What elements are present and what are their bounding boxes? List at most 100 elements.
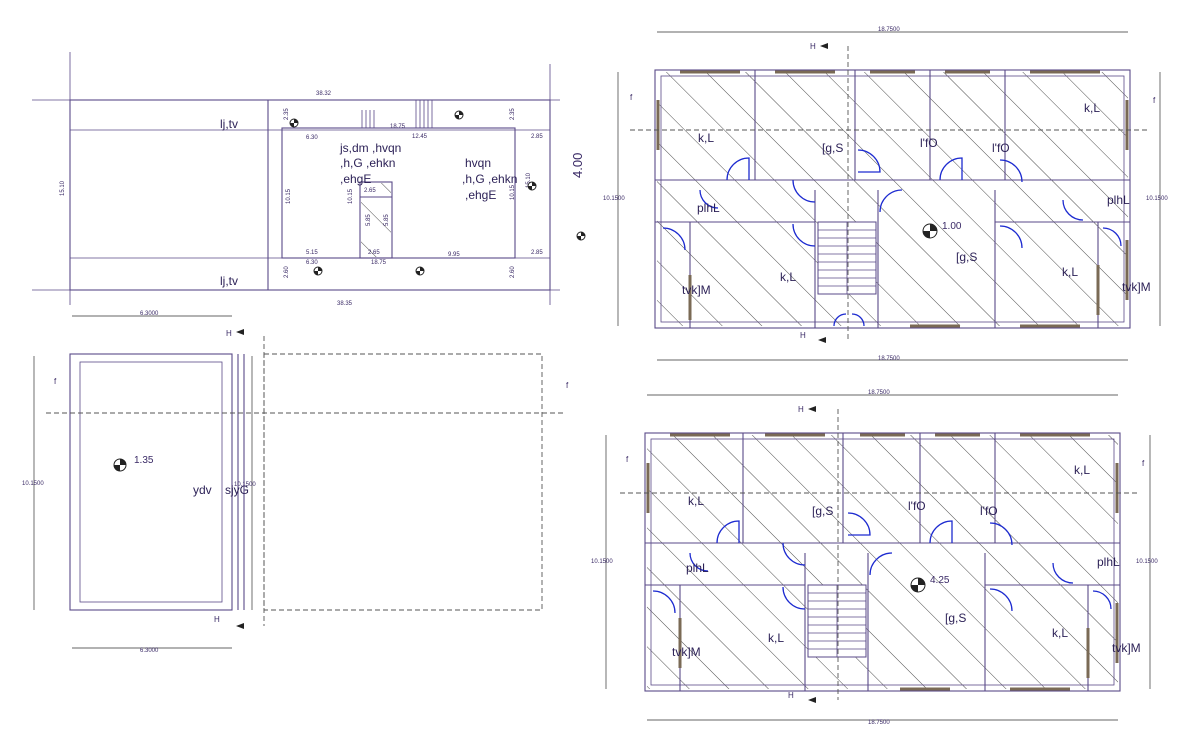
site-left-dim: 15.10 xyxy=(60,180,66,196)
room-label: [g,S xyxy=(956,250,977,264)
site-dim: 10.15 xyxy=(286,188,292,204)
plan-top-level: 1.00 xyxy=(942,221,962,232)
level-marker-icon xyxy=(113,458,127,472)
plan-top-f-left: f xyxy=(630,93,633,102)
section-f-right: f xyxy=(566,381,569,390)
level-marker-icon xyxy=(910,577,926,593)
site-dim: 5.85 xyxy=(384,214,390,226)
room-label: [g,S xyxy=(812,504,833,518)
section-label-1: ydv xyxy=(193,483,212,497)
room-label: [g,S xyxy=(945,611,966,625)
arrow-icon xyxy=(808,406,816,412)
site-dim: 2.65 xyxy=(364,188,376,194)
floor-plan-top: 18.7500 18.7500 10.1500 10.1500 H H f f … xyxy=(603,27,1168,362)
arrow-icon xyxy=(236,329,244,335)
site-text-6: ,ehgE xyxy=(465,188,496,202)
site-dim: 2.60 xyxy=(284,266,290,278)
room-label: k,L xyxy=(1062,265,1078,279)
section-inner-dim: 10.1500 xyxy=(234,482,256,488)
site-text-1: js,dm ,hvqn xyxy=(339,141,401,155)
section-width-dim: 6.3000 xyxy=(140,648,159,654)
site-right-dim: 15.10 xyxy=(526,172,532,188)
room-label: tvk]M xyxy=(672,645,701,659)
site-text-4: hvqn xyxy=(465,156,491,170)
level-marker-icon xyxy=(922,223,938,239)
site-dim: 18.75 xyxy=(390,124,406,130)
plan-top-dim-bottom: 18.7500 xyxy=(878,356,900,362)
plan-bottom-dim-bottom: 18.7500 xyxy=(868,720,890,726)
site-top-dim: 38.32 xyxy=(316,91,332,97)
room-label: l'fO xyxy=(980,504,998,518)
site-vertical-label: 4.00 xyxy=(570,153,585,178)
arrow-icon xyxy=(236,623,244,629)
section-f-left: f xyxy=(54,377,57,386)
level-marker-icon xyxy=(576,231,586,241)
site-dim: 2.65 xyxy=(368,250,380,256)
section-label-2: sjyG xyxy=(225,483,249,497)
room-label: k,L xyxy=(1084,101,1100,115)
level-marker-icon xyxy=(527,181,537,191)
site-dim: 2.85 xyxy=(531,250,543,256)
floor-plan-bottom: 18.7500 18.7500 10.1500 10.1500 H H f f … xyxy=(591,390,1158,726)
room-label: k,L xyxy=(688,494,704,508)
site-dim: 10.15 xyxy=(510,184,516,200)
section-h-bottom: H xyxy=(214,615,220,624)
room-label: tvk]M xyxy=(1122,280,1151,294)
plan-top-dim-right: 10.1500 xyxy=(1146,196,1168,202)
room-label: k,L xyxy=(1052,626,1068,640)
site-text-5: ,h,G ,ehkn xyxy=(462,172,517,186)
road-label-bottom: lj,tv xyxy=(220,274,238,288)
plan-bottom-h-top: H xyxy=(798,405,804,414)
level-marker-icon xyxy=(454,110,464,120)
plan-bottom-dim-right: 10.1500 xyxy=(1136,559,1158,565)
site-dim: 2.35 xyxy=(284,108,290,120)
room-label: plhL xyxy=(697,201,720,215)
site-dim: 5.15 xyxy=(306,250,318,256)
plan-bottom-f-right: f xyxy=(1142,459,1145,468)
plan-top-dim-left: 10.1500 xyxy=(603,196,625,202)
room-label: k,L xyxy=(768,631,784,645)
room-label: plhL xyxy=(1097,555,1120,569)
site-dim: 10.15 xyxy=(348,188,354,204)
room-label: plhL xyxy=(686,561,709,575)
site-dim: 2.85 xyxy=(531,134,543,140)
plan-top-f-right: f xyxy=(1153,96,1156,105)
site-plan: 38.32 38.35 15.10 15.10 lj,tv lj,tv 4.00… xyxy=(32,52,586,317)
level-marker-icon xyxy=(415,266,425,276)
site-text-3: ,ehgE xyxy=(340,172,371,186)
section-level: 1.35 xyxy=(134,455,154,466)
room-label: tvk]M xyxy=(1112,641,1141,655)
plan-top-dim-top: 18.7500 xyxy=(878,27,900,33)
section-height-dim: 10.1500 xyxy=(22,481,44,487)
room-label: tvk]M xyxy=(682,283,711,297)
room-label: l'fO xyxy=(908,499,926,513)
site-dim: 18.75 xyxy=(371,260,387,266)
arrow-icon xyxy=(808,697,816,703)
plan-bottom-f-left: f xyxy=(626,455,629,464)
level-marker-icon xyxy=(289,118,299,128)
room-label: plhL xyxy=(1107,193,1130,207)
plan-bottom-level: 4.25 xyxy=(930,575,950,586)
left-section: 1.35 ydv sjyG H H f f 10.1500 10.1500 6.… xyxy=(22,329,569,654)
plan-bottom-dim-top: 18.7500 xyxy=(868,390,890,396)
arrow-icon xyxy=(820,43,828,49)
plan-top-h-bottom: H xyxy=(800,331,806,340)
room-label: [g,S xyxy=(822,141,843,155)
plan-top-h-top: H xyxy=(810,42,816,51)
room-label: l'fO xyxy=(992,141,1010,155)
site-bottom-dim: 38.35 xyxy=(337,301,353,307)
plan-bottom-dim-left: 10.1500 xyxy=(591,559,613,565)
site-dim: 5.85 xyxy=(366,214,372,226)
section-h-top: H xyxy=(226,329,232,338)
road-label-top: lj,tv xyxy=(220,117,238,131)
site-dim: 9.95 xyxy=(448,252,460,258)
level-marker-icon xyxy=(313,266,323,276)
site-dim: 2.35 xyxy=(510,108,516,120)
room-label: l'fO xyxy=(920,136,938,150)
site-width-dim: 6.3000 xyxy=(140,311,159,317)
plan-bottom-h-bottom: H xyxy=(788,691,794,700)
site-dim: 2.60 xyxy=(510,266,516,278)
site-dim: 6.30 xyxy=(306,260,318,266)
site-text-2: ,h,G ,ehkn xyxy=(340,156,395,170)
